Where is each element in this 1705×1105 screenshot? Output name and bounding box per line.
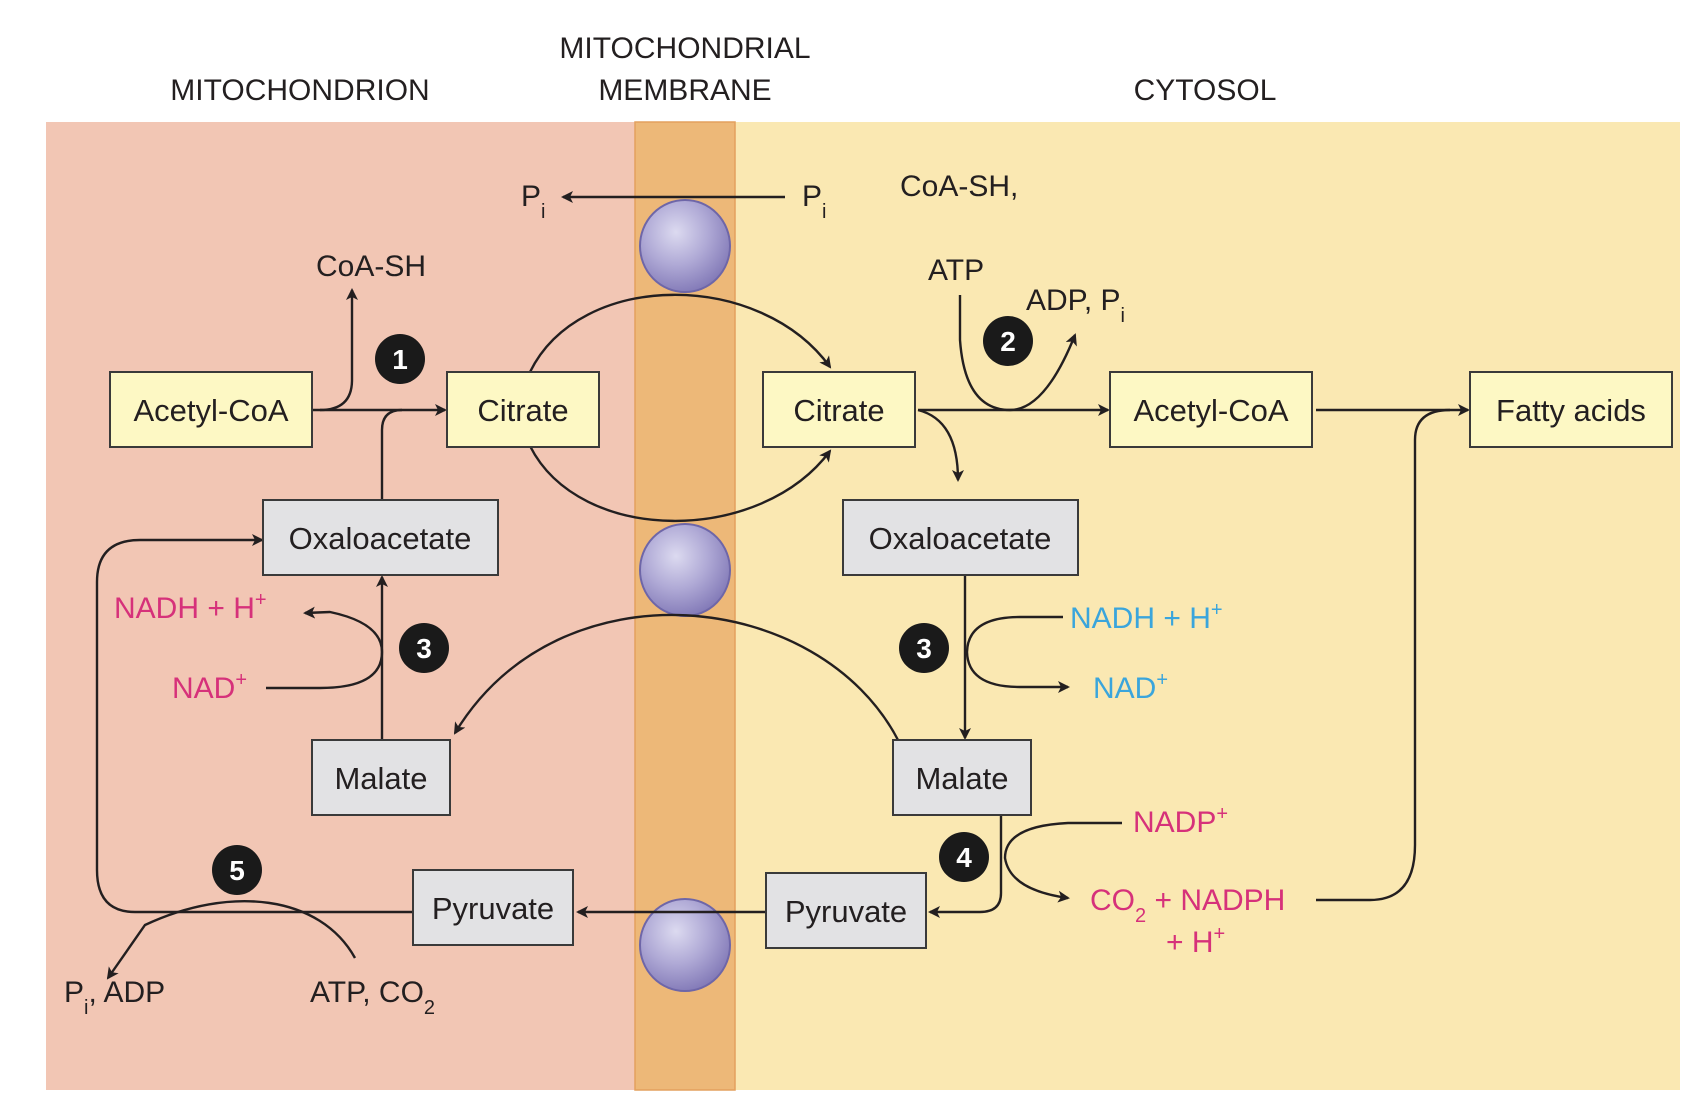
pyruvate-transporter-icon — [639, 898, 731, 992]
box-mito-malate[interactable]: Malate — [311, 739, 451, 816]
box-label: Acetyl-CoA — [1133, 393, 1288, 428]
svg-text:3: 3 — [916, 633, 932, 664]
plus-h-label: + H+ — [1166, 923, 1225, 959]
coa-sh-cyto-label: CoA-SH, — [900, 170, 1018, 203]
box-cyto-oxaloacetate[interactable]: Oxaloacetate — [842, 499, 1079, 576]
svg-text:3: 3 — [416, 633, 432, 664]
mitochondrion-header: MITOCHONDRION — [170, 74, 429, 107]
box-cyto-pyruvate[interactable]: Pyruvate — [765, 872, 927, 949]
pathway-arrows — [95, 191, 1470, 980]
box-label: Malate — [915, 761, 1008, 796]
svg-text:1: 1 — [392, 344, 408, 375]
step-badge-4: 4 — [939, 832, 989, 882]
cyto-nadh-label: NADH + H+ — [1070, 599, 1223, 635]
svg-text:2: 2 — [1000, 326, 1016, 357]
box-label: Fatty acids — [1496, 393, 1646, 428]
mito-nad-label: NAD+ — [172, 669, 247, 705]
atp-label: ATP — [928, 254, 984, 287]
pi-transporter-icon — [639, 199, 731, 293]
cyto-nad-label: NAD+ — [1093, 669, 1168, 705]
box-mito-oxaloacetate[interactable]: Oxaloacetate — [262, 499, 499, 576]
box-cyto-acetyl-coa[interactable]: Acetyl-CoA — [1109, 371, 1313, 448]
pi-mito-label: Pi — [521, 180, 545, 223]
step-badge-3-mito: 3 — [399, 623, 449, 673]
box-fatty-acids[interactable]: Fatty acids — [1469, 371, 1673, 448]
membrane-header-line1: MITOCHONDRIAL — [559, 32, 810, 65]
atp-co2-label: ATP, CO2 — [310, 976, 435, 1019]
co2-nadph-label: CO2 + NADPH — [1090, 884, 1285, 927]
cytosol-header: CYTOSOL — [1134, 74, 1277, 107]
coa-sh-mito-label: CoA-SH — [316, 250, 426, 283]
mito-nadh-label: NADH + H+ — [114, 589, 267, 625]
step-badge-3-cyto: 3 — [899, 623, 949, 673]
box-label: Malate — [334, 761, 427, 796]
box-label: Citrate — [793, 393, 884, 428]
box-label: Citrate — [477, 393, 568, 428]
step-badge-5: 5 — [212, 845, 262, 895]
nadp-label: NADP+ — [1133, 803, 1228, 839]
svg-text:5: 5 — [229, 855, 245, 886]
box-label: Pyruvate — [432, 891, 554, 926]
box-label: Oxaloacetate — [289, 521, 472, 556]
svg-text:4: 4 — [956, 842, 972, 873]
box-mito-citrate[interactable]: Citrate — [446, 371, 600, 448]
step-badge-2: 2 — [983, 316, 1033, 366]
membrane-header-line2: MEMBRANE — [598, 74, 771, 107]
box-mito-pyruvate[interactable]: Pyruvate — [412, 869, 574, 946]
box-label: Acetyl-CoA — [133, 393, 288, 428]
pi-adp-label: Pi, ADP — [64, 976, 165, 1019]
pi-cyto-label: Pi — [802, 180, 826, 223]
box-cyto-citrate[interactable]: Citrate — [762, 371, 916, 448]
box-label: Pyruvate — [785, 894, 907, 929]
citrate-malate-transporter-icon — [639, 523, 731, 617]
step-badge-1: 1 — [375, 334, 425, 384]
adp-pi-label: ADP, Pi — [1026, 284, 1125, 327]
box-cyto-malate[interactable]: Malate — [892, 739, 1032, 816]
box-label: Oxaloacetate — [869, 521, 1052, 556]
box-mito-acetyl-coa[interactable]: Acetyl-CoA — [109, 371, 313, 448]
